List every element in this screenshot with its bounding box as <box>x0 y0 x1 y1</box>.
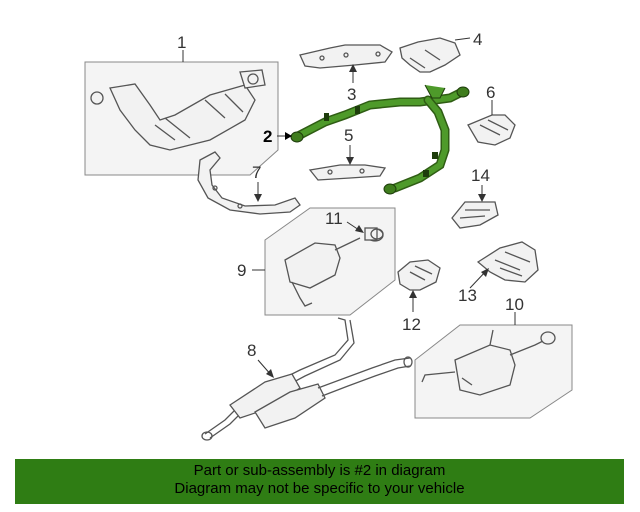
exhaust-parts-diagram: 1 3 4 2 6 <box>84 30 573 441</box>
part-6-heat-shield <box>467 114 516 146</box>
callout-3: 3 <box>347 85 356 104</box>
callout-5: 5 <box>344 126 353 145</box>
part-8-center-pipe-assembly <box>201 317 413 441</box>
part-10-rear-muffler-group <box>414 324 573 419</box>
callout-4: 4 <box>473 30 482 49</box>
notice-line-2: Diagram may not be specific to your vehi… <box>174 480 465 497</box>
part-14-heat-shield <box>451 201 499 229</box>
callout-6: 6 <box>486 83 495 102</box>
callout-14: 14 <box>471 166 490 185</box>
callout-11: 11 <box>325 209 343 228</box>
notice-line-1: Part or sub-assembly is #2 in diagram <box>193 462 446 479</box>
part-7-bracket <box>197 151 301 215</box>
callout-2: 2 <box>263 127 272 146</box>
callout-1: 1 <box>177 33 186 52</box>
notice-banner: Part or sub-assembly is #2 in diagram Di… <box>15 459 624 504</box>
part-13-heat-shield <box>476 241 539 283</box>
part-3-heat-shield <box>299 44 393 69</box>
callout-10: 10 <box>505 295 524 314</box>
part-2-y-pipe-highlighted <box>290 84 470 195</box>
part-1-catalytic-converter-group <box>84 61 279 176</box>
callout-9: 9 <box>237 261 246 280</box>
callout-7: 7 <box>252 163 261 182</box>
part-4-heat-shield <box>399 37 461 73</box>
callout-13: 13 <box>458 286 477 305</box>
callout-8: 8 <box>247 341 256 360</box>
part-5-bracket <box>308 164 387 181</box>
callout-12: 12 <box>402 315 421 334</box>
part-9-muffler-group <box>264 207 396 316</box>
part-12-heat-shield <box>397 259 441 291</box>
